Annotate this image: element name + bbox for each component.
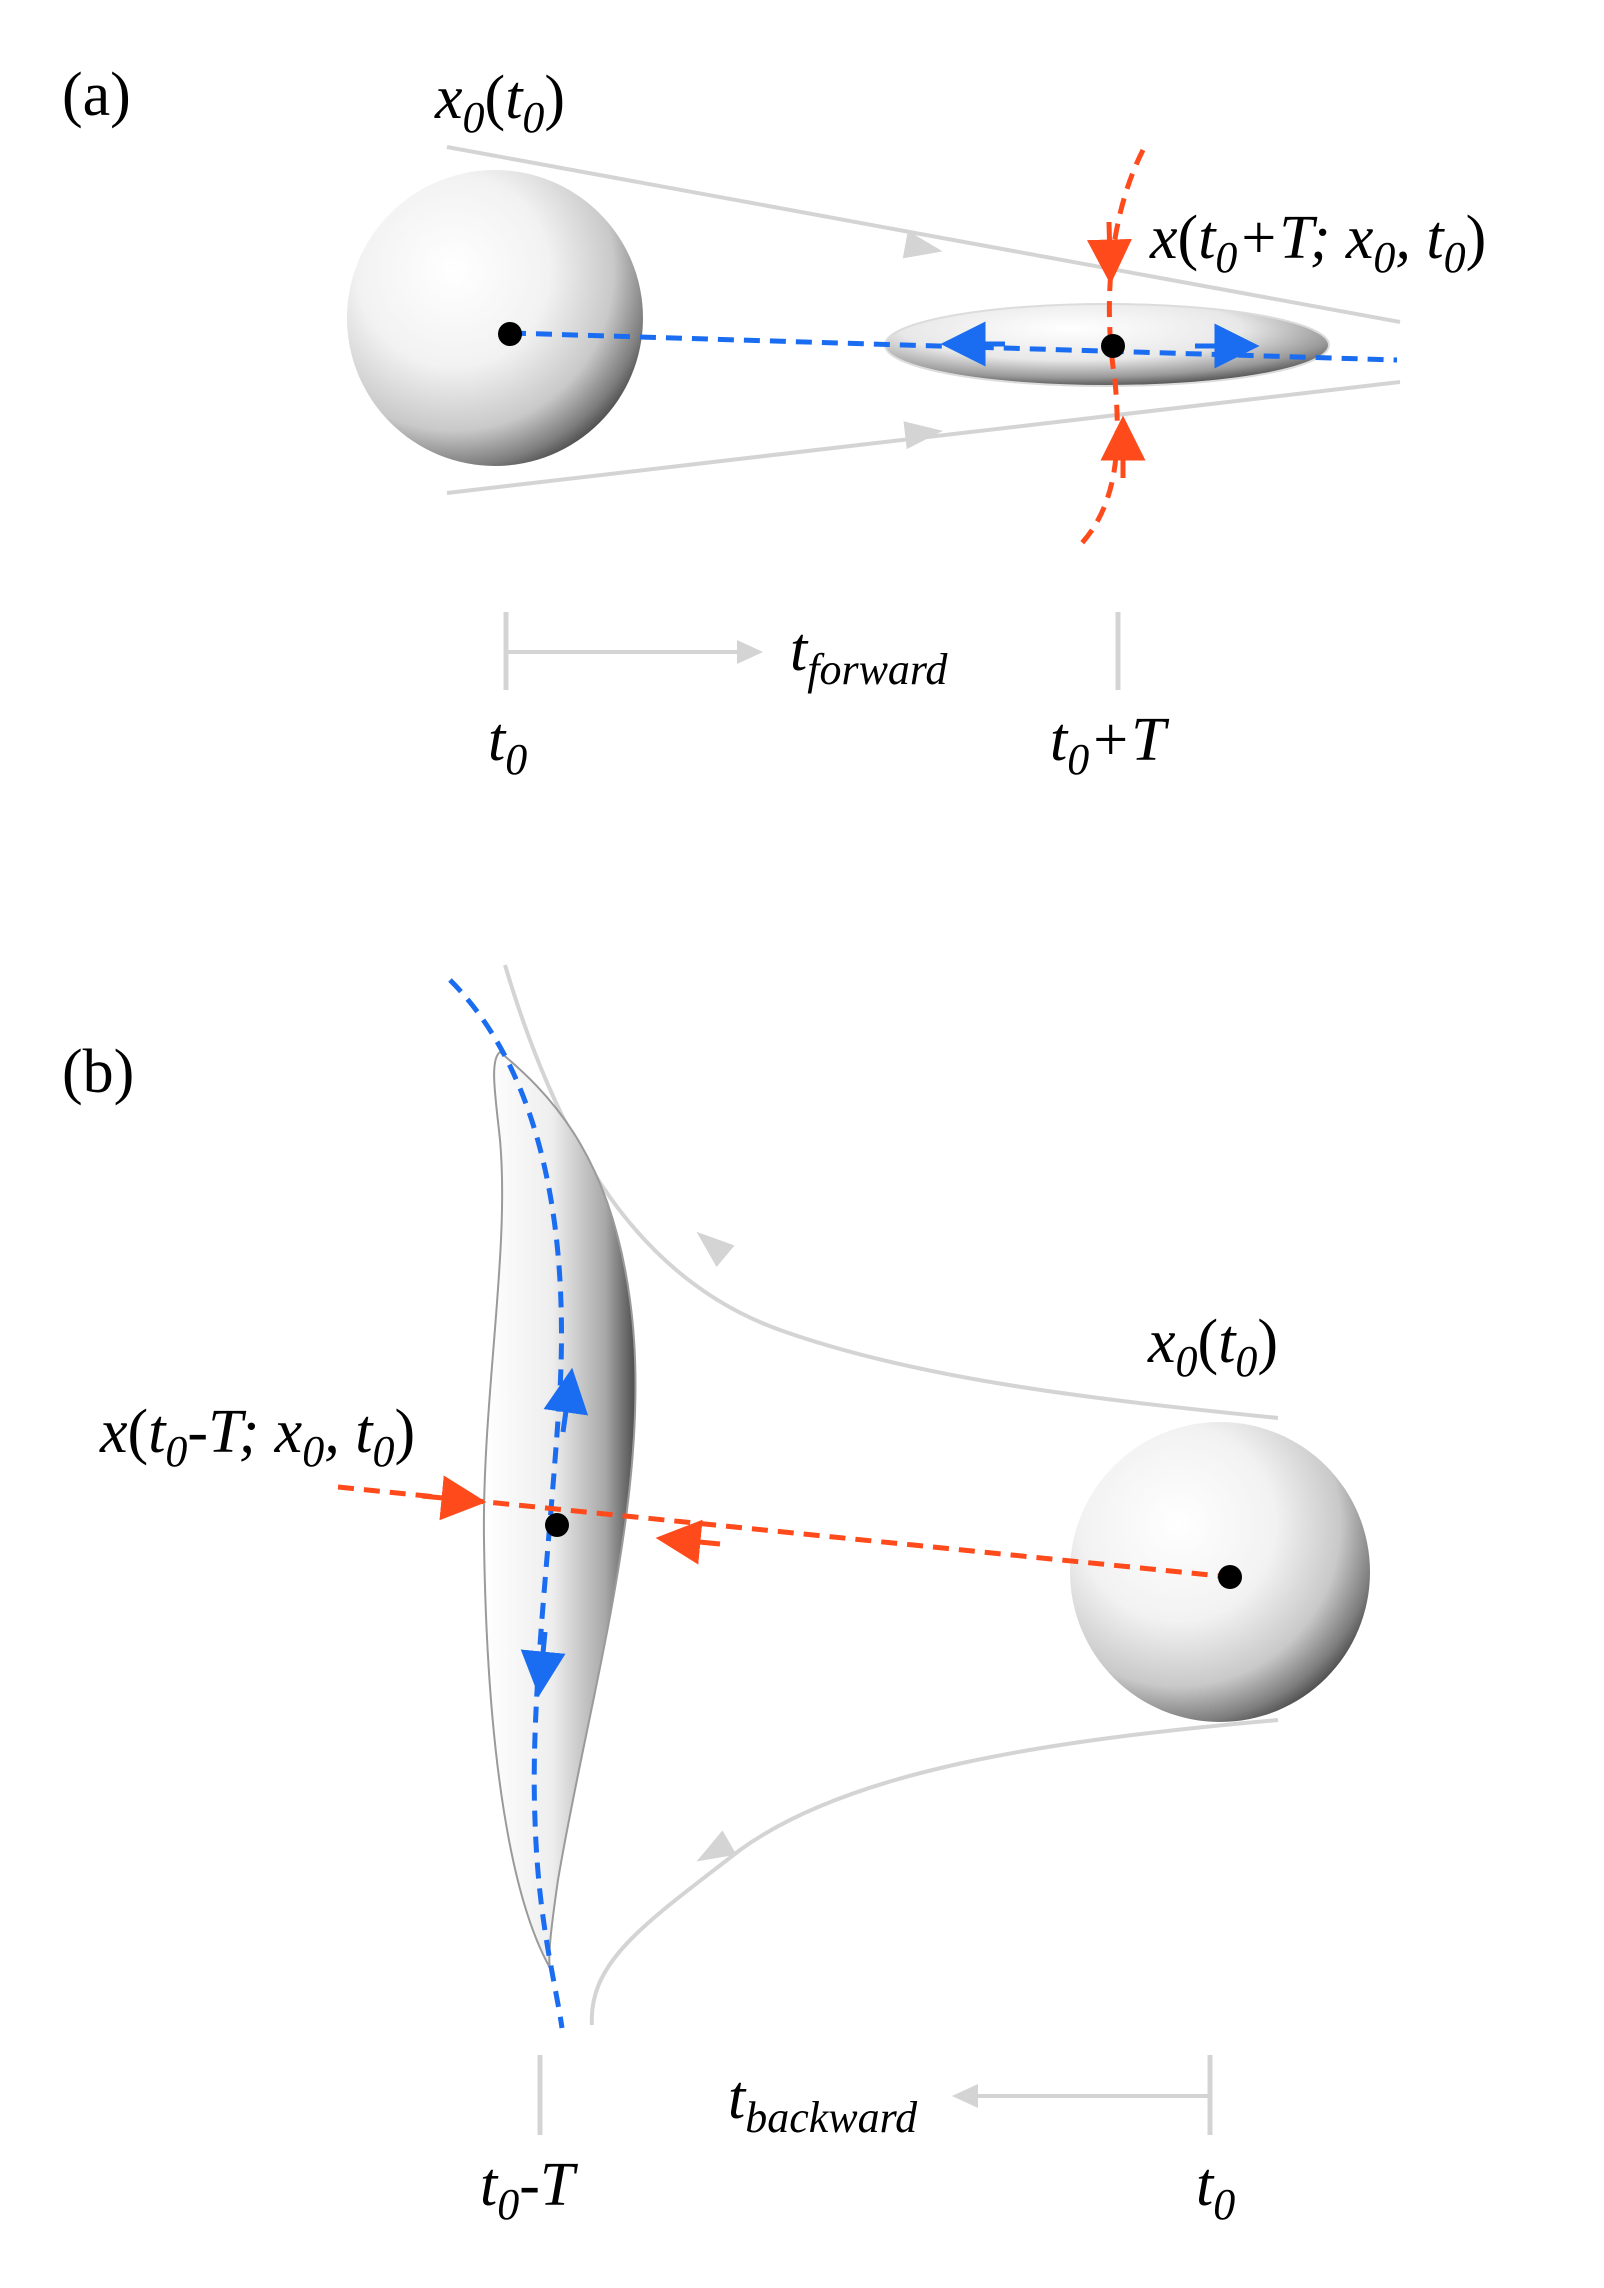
panel-a-flow-lines: [446, 145, 1401, 495]
stable-manifold-line: [1080, 148, 1146, 545]
stable-manifold-line: [337, 1484, 1231, 1580]
flow-arrow-icon: [696, 1830, 737, 1862]
stable-arrow-down-icon: [1086, 221, 1132, 285]
flow-arrow-icon: [696, 1231, 735, 1267]
initial-point-label: x0(t0): [434, 64, 565, 142]
time-direction-label: tbackward: [728, 2064, 918, 2142]
panel-b-label: (b): [62, 1038, 134, 1106]
advected-point: [1101, 334, 1125, 358]
time-start-label: t0: [1196, 2151, 1235, 2229]
unstable-manifold-line: [448, 978, 565, 2029]
panel-b-time-axis: tbackward t0-T t0: [480, 2055, 1235, 2229]
panel-a-label: (a): [62, 61, 131, 129]
unstable-arrow-up-icon: [543, 1367, 589, 1433]
panel-b: (b) x0(t0) x(t0-T; x0, t0): [62, 964, 1370, 2229]
panel-a-time-axis: tforward t0 t0+T: [488, 612, 1170, 784]
time-start-label: t0: [488, 706, 527, 784]
time-end-label: t0-T: [480, 2151, 579, 2229]
advected-point: [545, 1513, 569, 1537]
initial-sphere: [347, 170, 643, 466]
flow-arrow-icon: [903, 421, 943, 450]
stable-arrow-left-icon: [655, 1519, 721, 1565]
flow-arrow-icon: [902, 230, 943, 259]
stable-arrow-right-icon: [421, 1475, 487, 1521]
time-forward-arrow-icon: [737, 640, 763, 664]
time-end-label: t0+T: [1050, 706, 1170, 784]
time-backward-arrow-icon: [952, 2084, 978, 2108]
time-direction-label: tforward: [790, 616, 948, 694]
initial-point-label: x0(t0): [1147, 1308, 1278, 1386]
panel-a: (a) x0(t0) x(t0+T; x0, t0): [62, 61, 1486, 784]
initial-point: [1218, 1565, 1242, 1589]
advected-point-label: x(t0-T; x0, t0): [99, 1398, 415, 1476]
initial-point: [498, 322, 522, 346]
unstable-arrow-down-icon: [520, 1631, 566, 1697]
advected-point-label: x(t0+T; x0, t0): [1149, 204, 1486, 282]
